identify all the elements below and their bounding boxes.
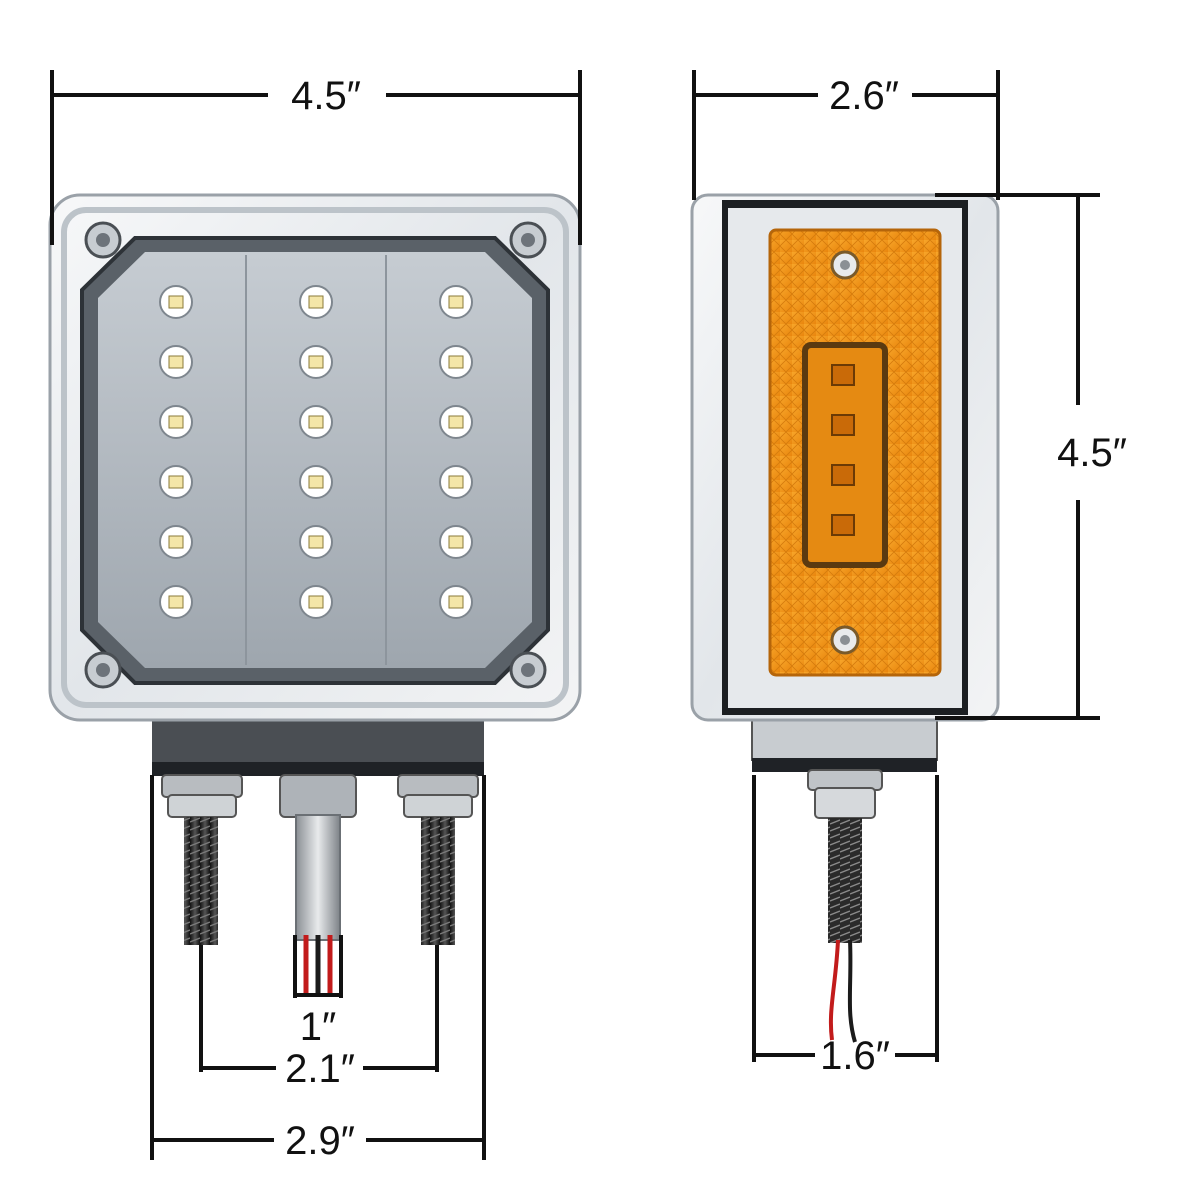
- led-icon: [299, 465, 333, 499]
- screw-icon: [84, 221, 122, 259]
- front-led-grid: [159, 255, 473, 665]
- screw-icon: [509, 651, 547, 689]
- led-icon: [439, 345, 473, 379]
- amber-led-icon: [831, 464, 855, 486]
- led-icon: [439, 585, 473, 619]
- led-icon: [439, 525, 473, 559]
- dimension-label: 1″: [300, 1005, 336, 1049]
- dimension-label: 2.9″: [285, 1119, 355, 1163]
- led-icon: [299, 585, 333, 619]
- screw-icon: [84, 651, 122, 689]
- wire-tube: [279, 774, 357, 995]
- led-icon: [299, 345, 333, 379]
- led-icon: [439, 465, 473, 499]
- right-stud: [397, 774, 479, 945]
- led-icon: [299, 285, 333, 319]
- led-icon: [439, 285, 473, 319]
- led-icon: [159, 585, 193, 619]
- amber-led-icon: [831, 414, 855, 436]
- screw-icon: [830, 625, 860, 655]
- dimension-bracket-width: 2.9″: [150, 775, 486, 1163]
- dimension-wire-gap: 1″: [293, 935, 343, 1049]
- amber-led-icon: [831, 364, 855, 386]
- dimension-side-height: 4.5″: [935, 193, 1127, 720]
- front-bracket: [152, 715, 484, 765]
- side-led-window: [802, 342, 888, 568]
- dimension-label: 4.5″: [1057, 431, 1127, 475]
- dimension-side-stud: 1.6″: [752, 775, 939, 1078]
- screw-icon: [830, 250, 860, 280]
- dimension-label: 1.6″: [820, 1034, 890, 1078]
- dimension-label: 2.1″: [285, 1047, 355, 1091]
- amber-led-icon: [831, 514, 855, 536]
- side-bracket: [751, 714, 938, 761]
- side-light: [690, 193, 1000, 1043]
- screw-icon: [509, 221, 547, 259]
- dimension-stud-spacing: 2.1″: [199, 945, 439, 1091]
- led-icon: [299, 405, 333, 439]
- led-icon: [299, 525, 333, 559]
- dimension-front-width: 4.5″: [50, 70, 582, 245]
- dimension-side-width: 2.6″: [692, 70, 1000, 200]
- led-icon: [159, 285, 193, 319]
- led-icon: [439, 405, 473, 439]
- dimension-label: 4.5″: [291, 74, 361, 118]
- front-light: [48, 193, 582, 995]
- side-stud: [807, 769, 883, 1043]
- dimension-label: 2.6″: [829, 74, 899, 118]
- led-icon: [159, 345, 193, 379]
- led-icon: [159, 405, 193, 439]
- left-stud: [161, 774, 243, 945]
- led-icon: [159, 525, 193, 559]
- side-led-strip: [831, 364, 855, 536]
- led-icon: [159, 465, 193, 499]
